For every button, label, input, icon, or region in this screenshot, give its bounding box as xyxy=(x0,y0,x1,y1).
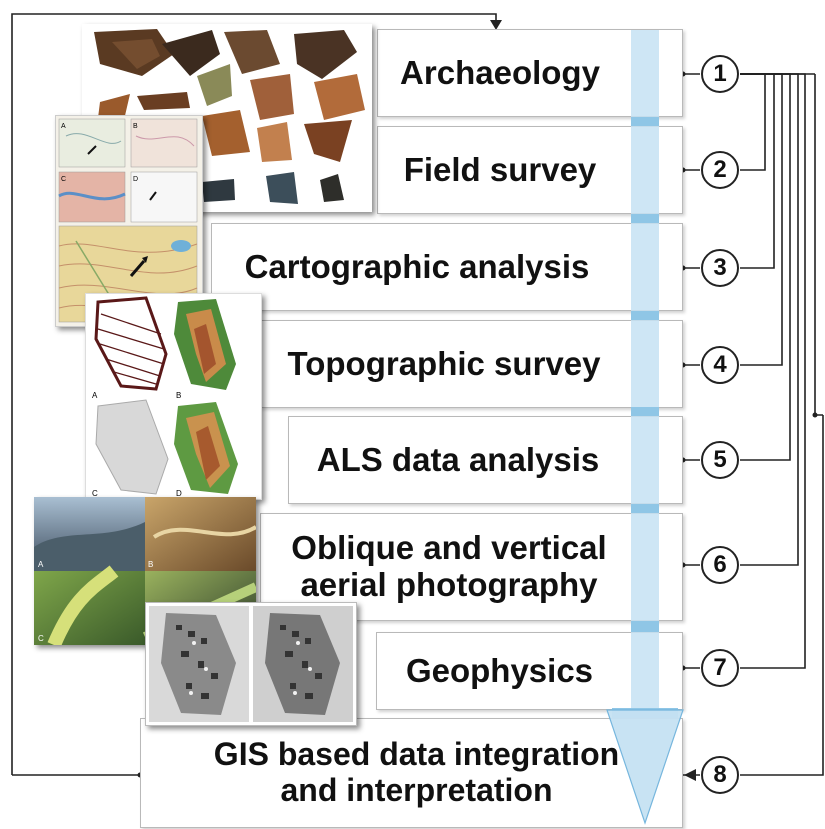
step-number-7: 7 xyxy=(701,649,739,687)
topo-label-b: B xyxy=(176,391,181,400)
step-number-1: 1 xyxy=(701,55,739,93)
step-number-4: 4 xyxy=(701,346,739,384)
map-label-a: A xyxy=(61,123,66,130)
step-box-gis: GIS based data integration and interpret… xyxy=(140,718,683,828)
step-label-archaeology: Archaeology xyxy=(400,53,600,91)
aerial-label-a: A xyxy=(38,560,44,569)
topographic-models-image: A B C D xyxy=(85,293,262,500)
step-number-3: 3 xyxy=(701,249,739,287)
aerial-label-b: B xyxy=(148,560,153,569)
topo-label-a: A xyxy=(92,391,98,400)
step-label-cartographic: Cartographic analysis xyxy=(244,247,590,285)
step-number-5: 5 xyxy=(701,441,739,479)
arrowhead-top xyxy=(490,20,502,30)
map-label-c: C xyxy=(61,176,66,183)
arrowhead-8 xyxy=(684,769,696,781)
step-label-field-survey: Field survey xyxy=(403,150,597,188)
map-label-d: D xyxy=(133,176,138,183)
link-1-2 xyxy=(740,73,766,171)
geophysics-maps-image xyxy=(145,602,357,726)
step-label-als: ALS data analysis xyxy=(316,440,600,478)
aerial-label-c: C xyxy=(38,634,44,643)
step-number-6: 6 xyxy=(701,546,739,584)
step-box-aerial: Oblique and vertical aerial photography xyxy=(260,513,683,621)
step-label-gis: GIS based data integration and interpret… xyxy=(213,736,620,808)
step-box-als: ALS data analysis xyxy=(288,416,683,504)
step-number-8: 8 xyxy=(701,756,739,794)
step-box-topographic: Topographic survey xyxy=(260,320,683,408)
step-label-aerial: Oblique and vertical aerial photography xyxy=(291,529,607,603)
map-label-b: B xyxy=(133,123,138,130)
step-label-geophysics: Geophysics xyxy=(405,651,594,689)
topo-label-c: C xyxy=(92,489,98,498)
step-box-cartographic: Cartographic analysis xyxy=(211,223,683,311)
step-label-topographic: Topographic survey xyxy=(287,344,601,382)
historic-maps-image: A B C D xyxy=(55,115,203,327)
topo-label-d: D xyxy=(176,489,182,498)
feedback-line-right xyxy=(740,415,824,776)
step-number-2: 2 xyxy=(701,151,739,189)
